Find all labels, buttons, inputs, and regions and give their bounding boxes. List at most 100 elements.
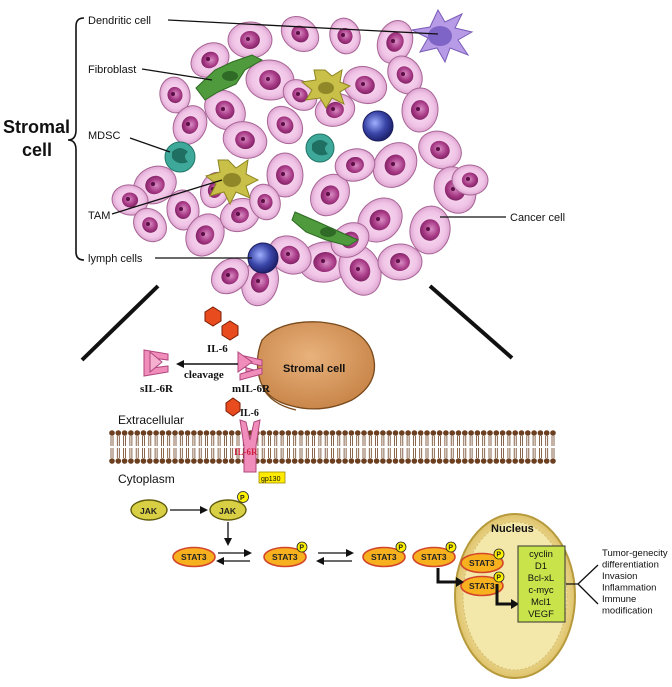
sil6r-receptor-icon xyxy=(143,349,169,377)
p-badge xyxy=(493,571,505,583)
jak-shape xyxy=(130,499,168,521)
mdsc-icon xyxy=(164,141,196,173)
il6-membrane-icon xyxy=(225,397,241,417)
phospholipid xyxy=(512,430,518,464)
phospholipid xyxy=(392,430,399,464)
cancer-cell xyxy=(329,17,361,55)
stat3-label: STAT3 xyxy=(272,552,298,562)
target-gene: Bcl-xL xyxy=(528,573,554,584)
label-tam: TAM xyxy=(88,210,110,222)
tam-icon-2 xyxy=(204,158,260,206)
phospholipid xyxy=(134,430,140,464)
lymph-cell-icon xyxy=(362,110,394,142)
cancer-cell xyxy=(210,257,250,295)
phospholipid xyxy=(298,430,304,464)
phospholipid xyxy=(285,430,292,464)
stat3-label: STAT3 xyxy=(181,552,207,562)
phospholipid xyxy=(291,430,298,464)
phospholipid xyxy=(493,430,500,464)
phospholipid xyxy=(159,430,166,464)
cancer-cell xyxy=(418,130,462,170)
gp130-box xyxy=(258,471,286,484)
cancer-cell xyxy=(401,87,439,133)
jak-p-shape xyxy=(209,499,247,521)
phospholipid xyxy=(373,430,380,464)
label-nucleus: Nucleus xyxy=(491,523,534,535)
stat3-label: STAT3 xyxy=(469,558,495,568)
phospholipid xyxy=(273,430,279,464)
outcome-item: Tumor-genecity xyxy=(602,548,668,559)
p-badge xyxy=(296,541,308,553)
phospholipid xyxy=(128,430,134,464)
phospholipid xyxy=(386,430,393,464)
label-cytoplasm: Cytoplasm xyxy=(118,472,175,486)
phospholipid xyxy=(172,430,178,464)
phospholipid xyxy=(216,430,222,464)
target-genes-box xyxy=(517,545,566,623)
cancer-cell xyxy=(185,213,225,257)
zoom-line-right xyxy=(428,284,514,360)
cancer-cell xyxy=(268,235,312,275)
cancer-cell xyxy=(220,197,260,233)
p-badge xyxy=(237,491,249,503)
phospholipid xyxy=(323,430,330,464)
phospholipid xyxy=(184,430,191,464)
phospholipid xyxy=(361,430,367,464)
stat3-label: STAT3 xyxy=(469,581,495,591)
phospholipid xyxy=(203,430,210,464)
phospholipid xyxy=(531,430,537,464)
label-dendritic-cell: Dendritic cell xyxy=(88,15,151,27)
phospholipid xyxy=(411,430,418,464)
nuclear-entry-arrow xyxy=(436,568,458,584)
cancer-cell xyxy=(357,197,403,243)
cancer-cell xyxy=(249,183,281,221)
label-cleavage: cleavage xyxy=(184,369,224,381)
phospholipid xyxy=(550,430,556,464)
target-gene: D1 xyxy=(535,561,547,572)
phospholipid xyxy=(430,430,437,464)
cancer-cell xyxy=(204,89,246,131)
equilibrium-arrows-2 xyxy=(316,549,354,565)
cancer-cell xyxy=(133,207,167,243)
label-lymph-cells: lymph cells xyxy=(88,253,143,265)
phospholipid xyxy=(399,430,405,464)
phospholipid xyxy=(424,430,430,464)
phospholipid xyxy=(543,430,550,464)
phospholipid xyxy=(115,430,122,464)
stromal-title-line2: cell xyxy=(22,140,52,160)
phospholipid xyxy=(518,430,525,464)
phospholipid xyxy=(140,430,147,464)
cancer-cell xyxy=(334,148,376,182)
stromal-bracket xyxy=(67,17,85,261)
label-extracellular: Extracellular xyxy=(118,413,184,427)
label-p: P xyxy=(240,495,245,502)
il6-molecule-icon xyxy=(204,306,239,341)
cancer-cell xyxy=(280,15,320,53)
target-gene: cyclin xyxy=(529,549,553,560)
stat3-label: STAT3 xyxy=(421,552,447,562)
cancer-cell xyxy=(222,121,268,159)
phospholipid xyxy=(310,430,317,464)
phospholipid xyxy=(109,430,115,464)
p-badge xyxy=(493,548,505,560)
phospholipid xyxy=(222,430,229,464)
cancer-cell xyxy=(387,55,423,95)
phospholipid xyxy=(367,430,374,464)
zoom-line-left xyxy=(80,284,160,362)
label-mdsc: MDSC xyxy=(88,130,120,142)
outcome-item: Inflammation xyxy=(602,583,656,594)
label-il6-top: IL-6 xyxy=(207,343,228,355)
phospholipid xyxy=(487,430,493,464)
phospholipid xyxy=(506,430,512,464)
outcome-item: Immune xyxy=(602,594,636,605)
mdsc-icon-2 xyxy=(305,133,335,163)
p-label: P xyxy=(448,545,453,552)
cancer-cell xyxy=(266,152,304,198)
